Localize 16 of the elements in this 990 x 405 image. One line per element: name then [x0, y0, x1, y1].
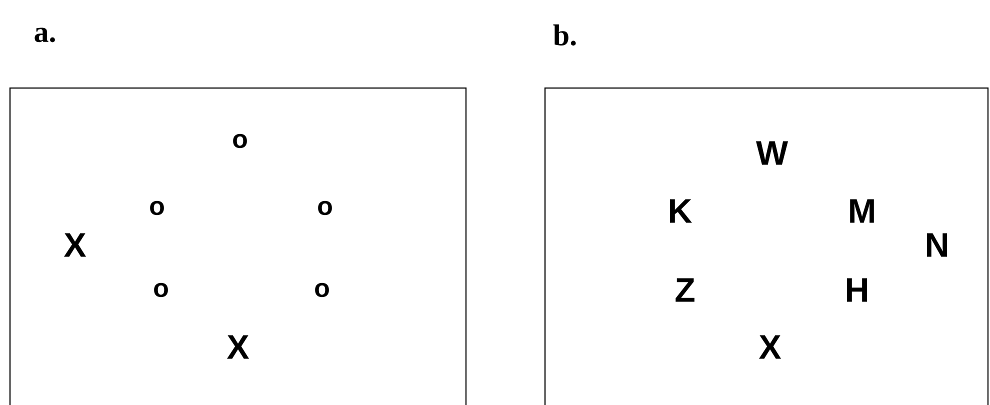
letter: o	[318, 200, 332, 216]
letter: o	[315, 282, 329, 298]
letter: H	[847, 278, 867, 302]
panel-heading: b.	[553, 24, 576, 46]
letter: o	[233, 134, 247, 148]
letter: Z	[676, 278, 694, 302]
letter: X	[758, 335, 782, 359]
letter: N	[927, 233, 947, 257]
letter: M	[850, 199, 874, 223]
panel-heading: a.	[34, 28, 55, 42]
letter: K	[670, 199, 692, 223]
letter: o	[154, 282, 168, 298]
letter: X	[226, 335, 250, 359]
letter: o	[150, 200, 164, 216]
letter: X	[64, 233, 86, 257]
letter: W	[756, 141, 788, 165]
